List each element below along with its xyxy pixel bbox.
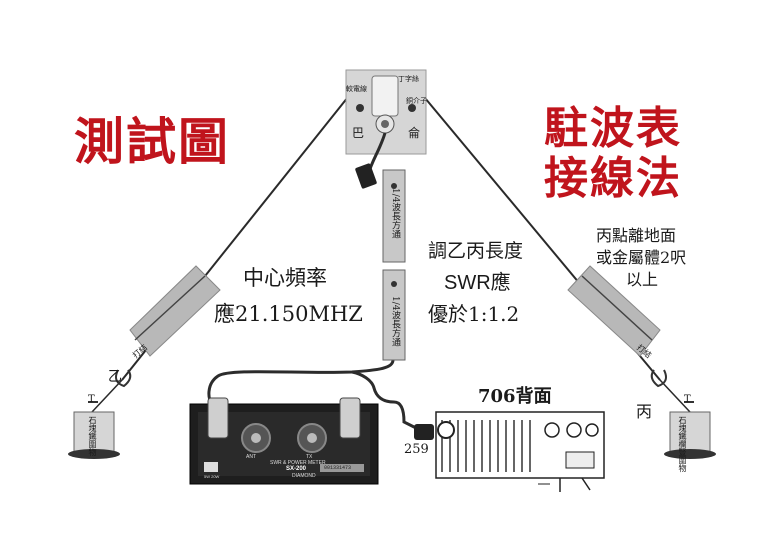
insulator-right	[567, 265, 667, 388]
anchor-right-label: 石塊鐵欄豎圍物	[678, 416, 687, 472]
meter-model: SX-200	[286, 466, 307, 472]
balun-tag-right: 丁字絲	[398, 75, 419, 83]
adjust-note-line2: SWR應	[444, 272, 511, 294]
anchor-left	[68, 401, 120, 459]
ant-plug	[207, 397, 229, 439]
point-t-right: T	[684, 394, 691, 405]
height-note-line2: 或金屬體2呎	[596, 248, 687, 267]
center-freq-label: 中心頻率	[243, 266, 327, 290]
balun-terminal-right	[408, 104, 416, 112]
coax-segment-1-label: 1/4波長方通	[390, 188, 400, 239]
center-freq-value: 應21.150MHZ	[214, 302, 363, 326]
right-guy	[659, 379, 691, 413]
connector-259-label: 259	[404, 442, 429, 457]
height-note-line1: 丙點離地面	[596, 226, 677, 245]
meter-caption: SWR & POWER METER	[270, 460, 326, 466]
meter-tx-label: TX	[306, 454, 313, 460]
balun-label-left: 巴	[352, 126, 365, 140]
point-b-label: 乙	[108, 369, 122, 385]
radio-label: 706背面	[478, 386, 552, 407]
point-c-label: 丙	[636, 402, 653, 421]
balun-terminal-left	[356, 104, 364, 112]
analyzer-connector	[414, 424, 434, 440]
insulator-left	[115, 265, 221, 388]
coax-plug-top	[355, 163, 377, 189]
height-note-line3: 以上	[626, 270, 659, 289]
coax-segment-2	[382, 269, 406, 361]
point-t-left: T	[88, 394, 95, 405]
anchor-left-label: 石塊鐵圍物	[88, 416, 97, 456]
anchor-right	[664, 401, 716, 459]
tx-plug	[339, 397, 361, 439]
balun-tag-right-2: 銅介子	[406, 97, 427, 105]
swr-meter	[189, 397, 379, 485]
radio-rear-panel	[435, 411, 605, 492]
adjust-note-line1: 調乙丙長度	[428, 240, 524, 262]
meter-brand: DIAMOND	[292, 473, 316, 479]
title-swr-line2: 接線法	[544, 153, 682, 204]
radio-ant-socket	[437, 421, 455, 439]
title-swr-line1: 駐波表	[544, 103, 682, 154]
coax-segment-1	[382, 169, 406, 263]
left-guy	[91, 379, 123, 413]
meter-range-label: 5W 20W	[204, 474, 220, 479]
balun-tag-left: 較電線	[346, 85, 367, 93]
coax-segment-2-label: 1/4波長方通	[390, 296, 400, 347]
adjust-note-line3: 優於1:1.2	[428, 302, 520, 326]
balun	[345, 69, 427, 155]
balun-label-right: 侖	[408, 126, 421, 140]
title-test-diagram: 測試圖	[74, 112, 230, 171]
meter-ant-label: ANT	[246, 454, 256, 460]
meter-serial: 001331473	[324, 465, 352, 471]
